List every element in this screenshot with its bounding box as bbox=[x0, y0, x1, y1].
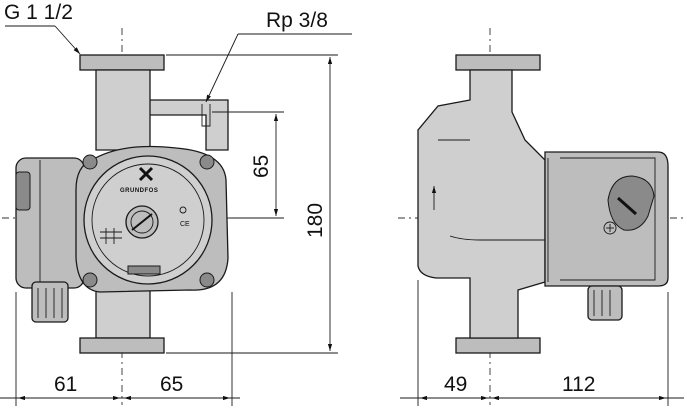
side-view bbox=[398, 28, 685, 405]
bolt-br bbox=[199, 272, 215, 288]
brand-label: GRUNDFOS bbox=[120, 188, 158, 194]
dim-side-left: 49 bbox=[444, 373, 467, 396]
side-top-flange bbox=[455, 54, 541, 71]
dim-overall-length: 180 bbox=[304, 203, 327, 238]
dim-left-offset: 61 bbox=[54, 373, 77, 396]
ce-mark: CE bbox=[180, 221, 190, 228]
side-dimensions: 49 112 bbox=[400, 280, 684, 406]
bolt-bl bbox=[82, 272, 98, 288]
speed-selector-knob bbox=[607, 175, 655, 231]
side-bottom-flange bbox=[455, 337, 541, 354]
bottom-flange bbox=[79, 337, 165, 354]
side-control-box bbox=[544, 151, 669, 287]
dim-side-right: 112 bbox=[562, 373, 595, 396]
screw-icon bbox=[603, 221, 617, 235]
thread-vent-label: Rp 3/8 bbox=[266, 9, 328, 32]
control-knob-side bbox=[15, 171, 31, 211]
pump-housing-bottom bbox=[95, 289, 151, 339]
side-cable-gland bbox=[587, 285, 623, 321]
rating-label bbox=[127, 265, 161, 275]
bolt-tl bbox=[82, 154, 98, 170]
top-flange bbox=[79, 54, 165, 71]
vent-port bbox=[201, 104, 211, 127]
pump-housing-top bbox=[95, 69, 229, 151]
side-pump-housing bbox=[417, 69, 546, 339]
bolt-tr bbox=[199, 154, 215, 170]
dim-center-to-right: 65 bbox=[160, 373, 183, 396]
cable-gland bbox=[31, 281, 69, 323]
front-dimensions: G 1 1/2 Rp 3/8 65 180 61 65 bbox=[0, 1, 352, 406]
grundfos-logo-icon bbox=[138, 166, 154, 182]
front-view: GRUNDFOS CE bbox=[2, 28, 275, 405]
thread-inlet-label: G 1 1/2 bbox=[4, 1, 73, 24]
dim-port-height: 65 bbox=[250, 155, 273, 178]
